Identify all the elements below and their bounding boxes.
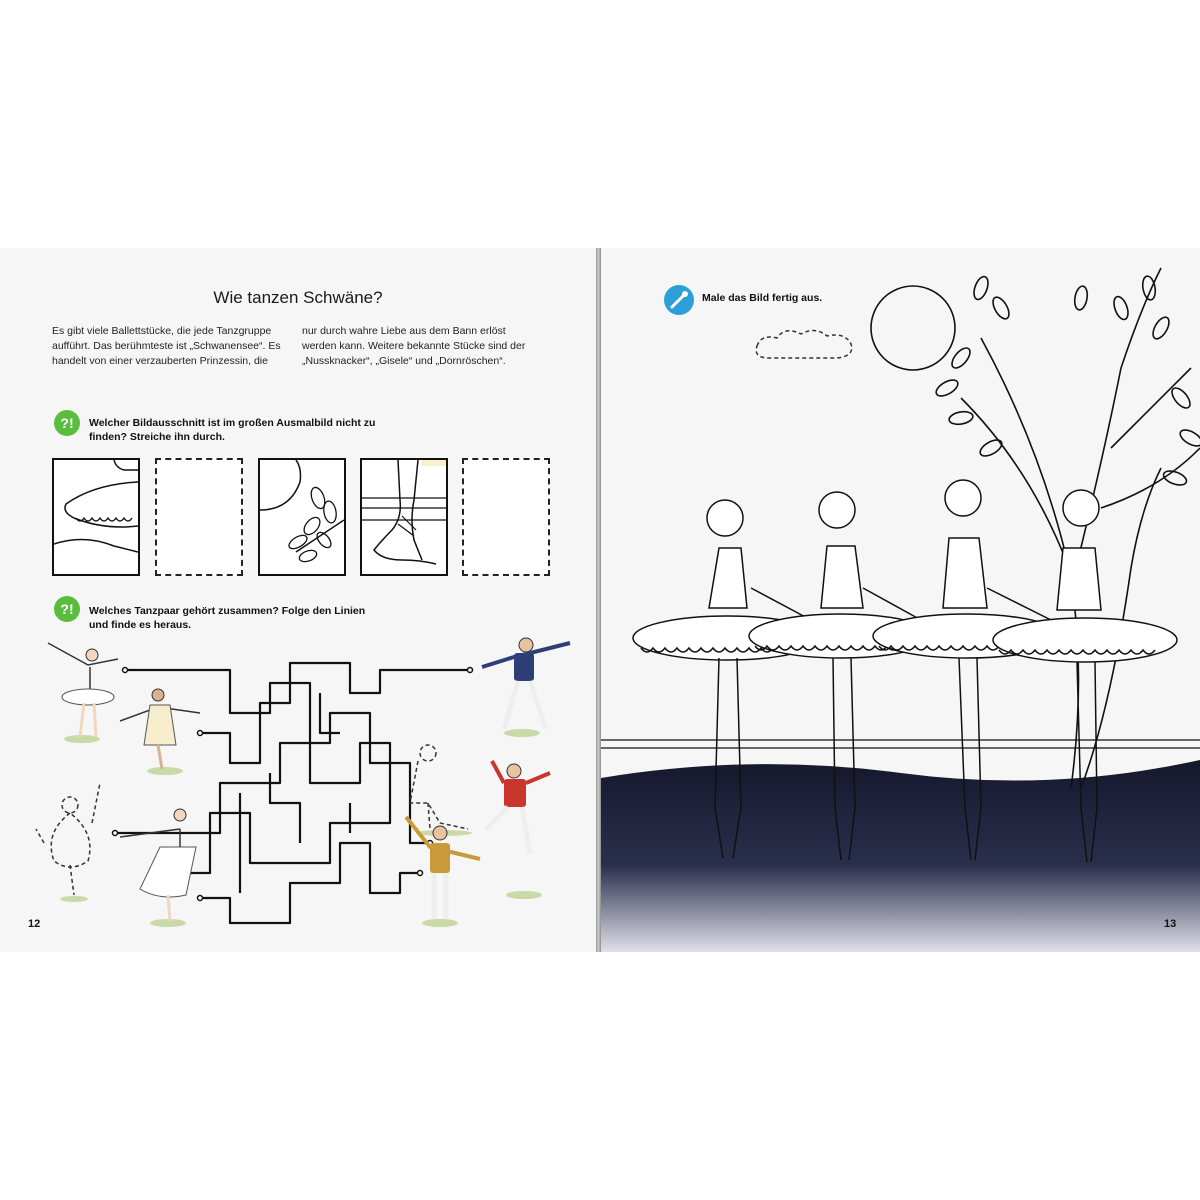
question-2-text: Welches Tanzpaar gehört zusammen? Folge … bbox=[89, 605, 366, 631]
maze-line-3 bbox=[115, 711, 430, 845]
detail-frame-3[interactable] bbox=[258, 458, 346, 576]
male-dancer-gold-jacket bbox=[404, 815, 481, 927]
male-dancer-blue-jacket bbox=[481, 637, 571, 737]
ballerina-cream-dress bbox=[119, 688, 201, 775]
left-page: Wie tanzen Schwäne? Es gibt viele Ballet… bbox=[0, 248, 596, 952]
pointe-shoe-detail-drawing bbox=[362, 460, 446, 565]
moon-branch-detail-drawing bbox=[260, 460, 344, 563]
intro-text-column-1: Es gibt viele Ballettstücke, die jede Ta… bbox=[52, 325, 281, 367]
tree bbox=[935, 267, 1200, 789]
question-icon: ?! bbox=[54, 410, 80, 436]
paintbrush-icon bbox=[664, 285, 694, 315]
four-swan-ballerinas bbox=[632, 479, 1178, 863]
question-icon: ?! bbox=[54, 596, 80, 622]
intro-text-column-2: nur durch wahre Liebe aus dem Bann erlös… bbox=[302, 325, 526, 367]
ballerina-long-skirt bbox=[119, 808, 197, 927]
swan-lake-coloring-picture[interactable] bbox=[601, 248, 1200, 952]
tutu-detail-drawing bbox=[54, 460, 138, 553]
dashed-cloud bbox=[755, 329, 853, 359]
ballerina-white-tutu bbox=[47, 642, 119, 743]
maze-line-1 bbox=[125, 668, 392, 875]
book-spread: Wie tanzen Schwäne? Es gibt viele Ballet… bbox=[0, 248, 1200, 952]
detail-frame-5-empty[interactable] bbox=[462, 458, 550, 576]
dark-lake-water bbox=[601, 760, 1200, 952]
male-dancer-dashed-outline bbox=[409, 744, 469, 830]
detail-frame-2-empty[interactable] bbox=[155, 458, 243, 576]
instruction-text: Male das Bild fertig aus. bbox=[702, 292, 823, 304]
moon bbox=[870, 285, 956, 371]
page-title: Wie tanzen Schwäne? bbox=[213, 288, 383, 307]
maze-line-2 bbox=[200, 661, 470, 765]
detail-frame-1[interactable] bbox=[52, 458, 140, 576]
dance-pair-maze[interactable] bbox=[30, 633, 590, 933]
book-gutter bbox=[596, 248, 601, 952]
swan-ballerina-4 bbox=[992, 489, 1178, 863]
right-page: Male das Bild fertig aus. 13 bbox=[601, 248, 1200, 952]
maze-line-4 bbox=[200, 841, 420, 925]
question-1-text: Welcher Bildausschnitt ist im großen Aus… bbox=[89, 417, 376, 443]
ballerina-dashed-outline bbox=[35, 782, 101, 896]
page-number-left: 12 bbox=[28, 918, 41, 930]
male-dancer-red-jacket bbox=[484, 760, 551, 899]
detail-frame-4[interactable] bbox=[360, 458, 448, 576]
page-number-right: 13 bbox=[1164, 918, 1177, 930]
